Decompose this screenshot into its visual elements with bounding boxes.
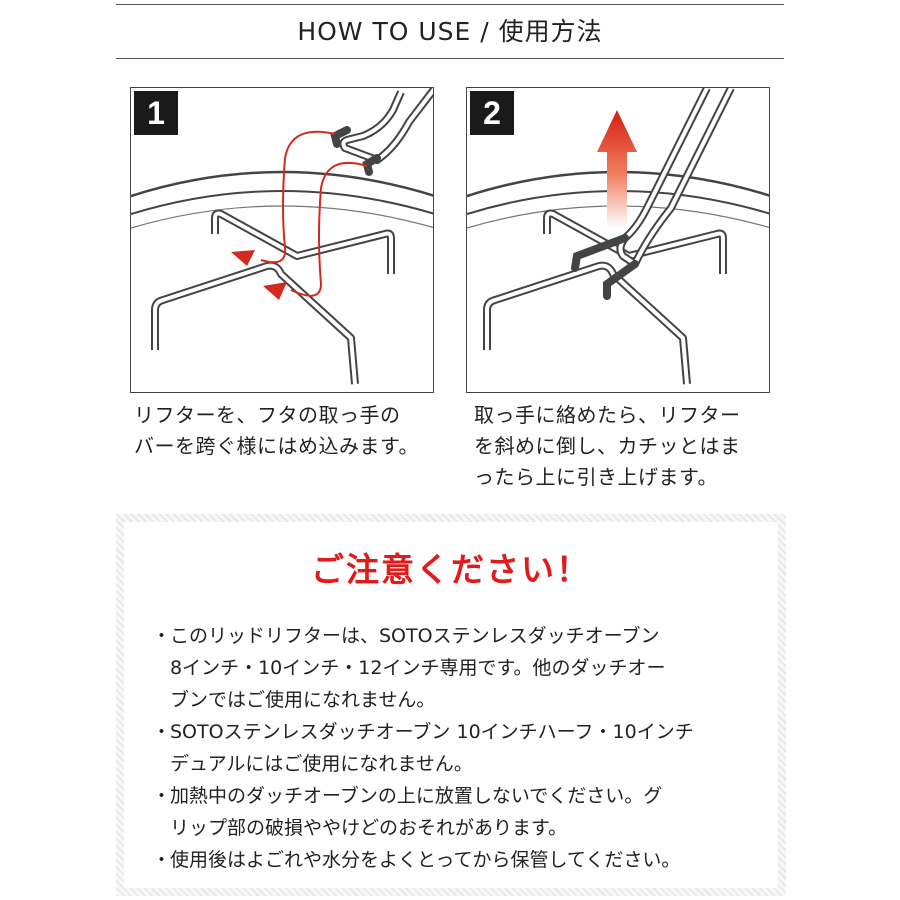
step-1-number-badge: 1 — [134, 91, 178, 135]
bullet-marker: ・ — [152, 849, 172, 871]
step-1-caption-line: バーを跨ぐ様にはめ込みます。 — [134, 434, 419, 458]
motion-arrowhead-2 — [263, 282, 287, 300]
lifter-hook-1 — [571, 234, 629, 272]
caution-line: ブンではご使用になれません。 — [170, 689, 436, 711]
caution-line: SOTOステンレスダッチオーブン 10インチハーフ・10インチ — [170, 721, 694, 743]
bullet-marker: ・ — [152, 721, 172, 743]
caution-line: 加熱中のダッチオーブンの上に放置しないでください。グ — [170, 785, 663, 807]
header-bottom-rule — [116, 58, 784, 59]
caution-line: 使用後はよごれや水分をよくとってから保管してください。 — [170, 849, 681, 871]
step-2-number-badge: 2 — [470, 91, 514, 135]
caution-item: ・ 加熱中のダッチオーブンの上に放置しないでください。グ リップ部の破損ややけど… — [152, 780, 772, 844]
caution-list: ・ このリッドリフターは、SOTOステンレスダッチオーブン 8インチ・10インチ… — [152, 620, 772, 876]
step-2-caption-line: ったら上に引き上げます。 — [474, 465, 718, 489]
motion-arrowhead-1 — [231, 250, 255, 266]
caution-line: 8インチ・10インチ・12インチ専用です。他のダッチオー — [170, 657, 666, 679]
lid-rim-edge — [131, 205, 433, 229]
lid-handle-cross — [151, 261, 359, 385]
step-1-caption-line: リフターを、フタの取っ手の — [134, 403, 401, 427]
page-title: HOW TO USE / 使用方法 — [297, 17, 603, 46]
step-2-caption-line: 取っ手に絡めたら、リフター — [474, 403, 741, 427]
lid-handle-bar — [211, 209, 395, 274]
lifter-hook-1 — [330, 126, 351, 148]
lifter-hook-2 — [603, 260, 639, 300]
step-1-caption: リフターを、フタの取っ手の バーを跨ぐ様にはめ込みます。 — [134, 400, 454, 462]
caution-box-content: ご注意ください！ ・ このリッドリフターは、SOTOステンレスダッチオーブン 8… — [124, 522, 778, 888]
motion-path-2 — [290, 161, 368, 297]
step-2-drawing — [467, 88, 769, 385]
caution-line: リップ部の破損ややけどのおそれがあります。 — [170, 817, 568, 839]
step-1-illustration: 1 — [130, 87, 434, 393]
caution-item: ・ 使用後はよごれや水分をよくとってから保管してください。 — [152, 844, 772, 876]
lid-handle-cross — [483, 261, 691, 385]
caution-item: ・ このリッドリフターは、SOTOステンレスダッチオーブン 8インチ・10インチ… — [152, 620, 772, 716]
step-2-illustration: 2 — [466, 87, 770, 393]
lid-rim-inner — [131, 190, 433, 215]
lift-up-arrow — [597, 110, 637, 228]
step-2-caption: 取っ手に絡めたら、リフター を斜めに倒し、カチッとはま ったら上に引き上げます。 — [474, 400, 774, 493]
caution-item: ・ SOTOステンレスダッチオーブン 10インチハーフ・10インチ デュアルには… — [152, 716, 772, 780]
bullet-marker: ・ — [152, 785, 172, 807]
step-2-caption-line: を斜めに倒し、カチッとはま — [474, 434, 741, 458]
caution-box: ご注意ください！ ・ このリッドリフターは、SOTOステンレスダッチオーブン 8… — [116, 514, 786, 896]
bullet-marker: ・ — [152, 625, 172, 647]
step-1-drawing — [131, 88, 433, 385]
caution-line: デュアルにはご使用になれません。 — [170, 753, 473, 775]
caution-line: このリッドリフターは、SOTOステンレスダッチオーブン — [170, 625, 660, 647]
lifter-hook-2 — [362, 154, 381, 176]
header-top-rule — [116, 4, 784, 5]
motion-path-1 — [260, 130, 336, 264]
caution-title: ご注意ください！ — [311, 550, 591, 589]
lid-rim-outer — [131, 170, 433, 198]
